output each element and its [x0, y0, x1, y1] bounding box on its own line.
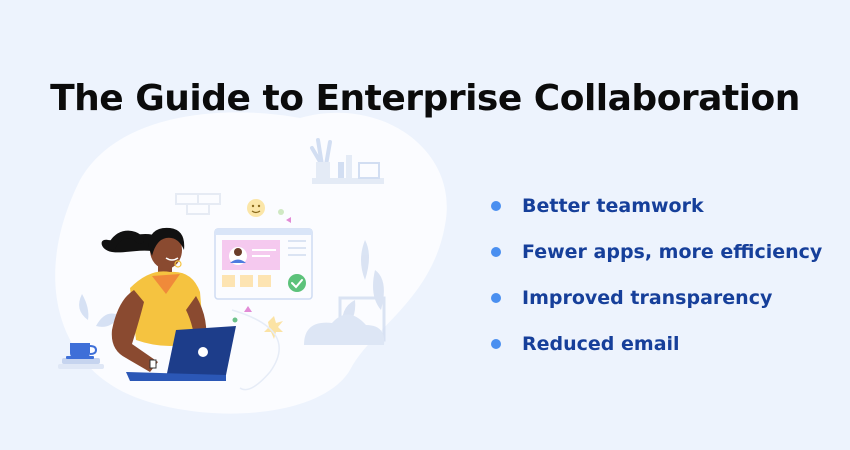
plant-icon: [79, 294, 120, 327]
coffee-cup-icon: [58, 343, 104, 369]
list-item: Improved transparency: [491, 275, 822, 321]
bullet-dot-icon: [491, 247, 501, 257]
laptop-icon: [126, 326, 236, 381]
list-item-label: Better teamwork: [522, 195, 704, 217]
checkmark-icon: [288, 274, 306, 292]
flower-icon: [264, 316, 283, 339]
list-item-label: Fewer apps, more efficiency: [522, 241, 823, 263]
shelf-plant-icon: [310, 138, 384, 184]
benefits-list: Better teamwork Fewer apps, more efficie…: [491, 183, 822, 367]
wall-bricks-icon: [175, 193, 221, 215]
bullet-dot-icon: [491, 293, 501, 303]
list-item-label: Reduced email: [522, 333, 680, 355]
smiley-emoji-icon: [247, 199, 265, 217]
profile-card-window: [214, 228, 313, 300]
woman-figure: [101, 227, 207, 372]
page-title: The Guide to Enterprise Collaboration: [50, 78, 800, 120]
bullet-dot-icon: [491, 339, 501, 349]
bush-shape: [304, 314, 385, 345]
bullet-dot-icon: [491, 201, 501, 211]
list-item-label: Improved transparency: [522, 287, 773, 309]
list-item: Reduced email: [491, 321, 822, 367]
list-item: Better teamwork: [491, 183, 822, 229]
list-item: Fewer apps, more efficiency: [491, 229, 822, 275]
